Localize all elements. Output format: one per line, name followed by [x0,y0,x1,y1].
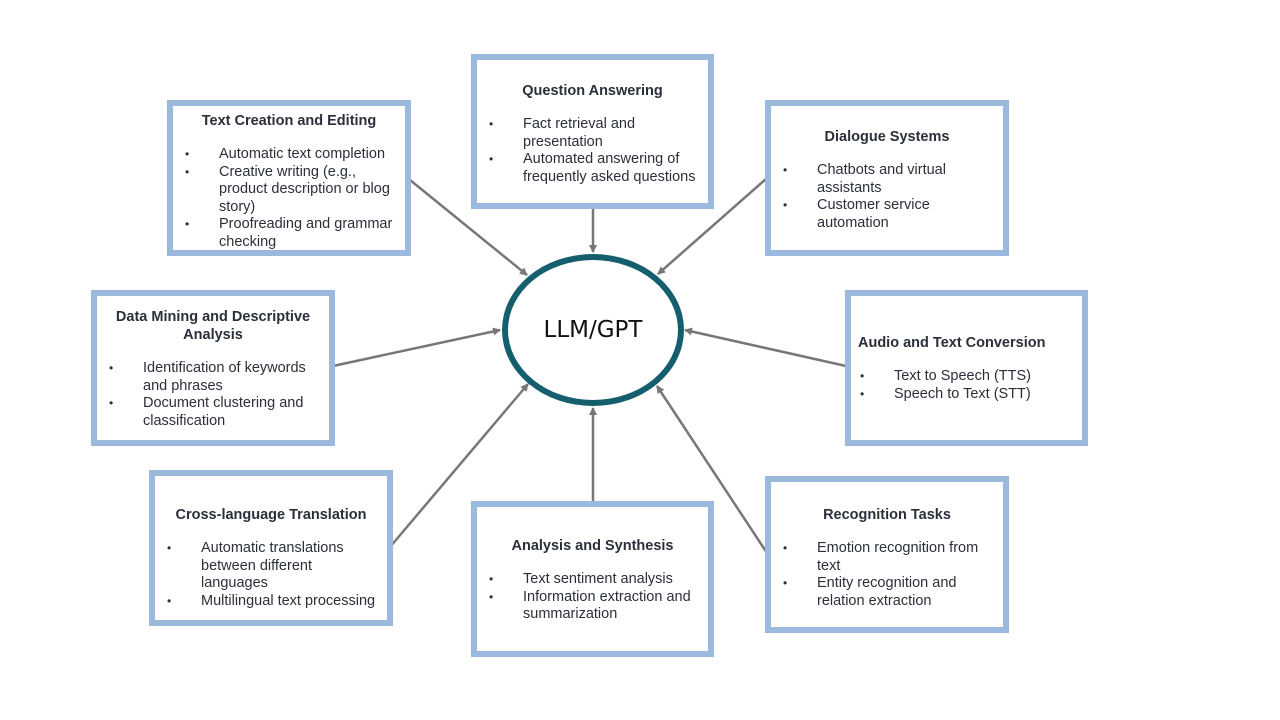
list-item: Text to Speech (TTS) [858,368,1072,386]
list-item: Automated answering of frequently asked … [487,151,698,186]
box-title: Analysis and Synthesis [511,538,674,554]
box-analysis-synthesis: Analysis and Synthesis Text sentiment an… [471,501,714,657]
list-item: Information extraction and summarization [487,589,698,624]
arrow-text-creation [409,179,528,276]
box-title: Audio and Text Conversion [858,335,1046,351]
list-item: Creative writing (e.g., product descript… [183,164,395,217]
box-title: Text Creation and Editing [201,113,377,129]
list-item: Chatbots and virtual assistants [781,162,993,197]
list-item: Proofreading and grammar checking [183,216,395,251]
list-item: Document clustering and classification [107,395,319,430]
box-translation: Cross-language Translation Automatic tra… [149,470,393,626]
box-audio-text: Audio and Text Conversion Text to Speech… [845,290,1088,446]
box-dialogue-systems: Dialogue Systems Chatbots and virtual as… [765,100,1009,256]
list-item: Fact retrieval and presentation [487,116,698,151]
list-item: Customer service automation [781,197,993,232]
box-text-creation: Text Creation and Editing Automatic text… [167,100,411,256]
list-item: Entity recognition and relation extracti… [781,575,993,610]
box-question-answering: Question Answering Fact retrieval and pr… [471,54,714,209]
list-item: Multilingual text processing [165,593,377,611]
list-item: Emotion recognition from text [781,540,993,575]
list-item: Automatic translations between different… [165,540,377,593]
box-data-mining: Data Mining and Descriptive Analysis Ide… [91,290,335,446]
list-item: Automatic text completion [183,146,395,164]
arrow-translation [389,383,529,548]
box-recognition: Recognition Tasks Emotion recognition fr… [765,476,1009,633]
box-title: Recognition Tasks [823,507,951,523]
list-item: Speech to Text (STT) [858,386,1072,404]
arrow-data-mining [332,327,501,368]
arrow-recognition [655,385,769,554]
box-title: Data Mining and Descriptive Analysis [115,309,311,343]
box-title: Dialogue Systems [824,129,950,145]
box-title: Question Answering [522,83,663,99]
box-title: Cross-language Translation [175,507,367,523]
center-label: LLM/GPT [543,317,643,343]
center-node-llm-gpt: LLM/GPT [502,254,684,406]
list-item: Text sentiment analysis [487,571,698,589]
arrow-audio-text [684,327,847,368]
arrow-dialogue-systems [657,177,768,275]
list-item: Identification of keywords and phrases [107,360,319,395]
